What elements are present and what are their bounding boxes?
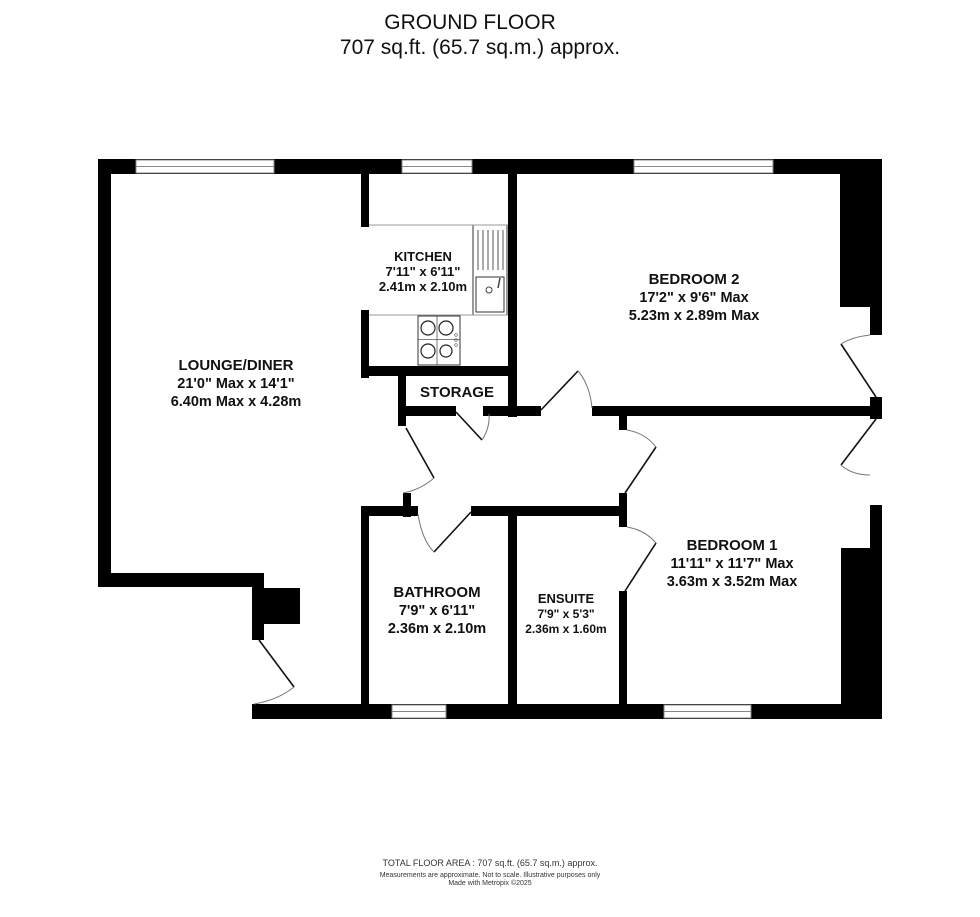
room-dimensions-metric: 6.40m Max x 4.28m bbox=[170, 394, 302, 410]
bedroom-1-door bbox=[624, 429, 657, 494]
floor-title: GROUND FLOOR bbox=[384, 11, 556, 34]
hob-icon bbox=[417, 315, 461, 366]
entrance-door bbox=[253, 639, 295, 705]
room-name: LOUNGE/DINER bbox=[178, 357, 294, 374]
room-label-ensuite: ENSUITE 7'9" x 5'3" 2.36m x 1.60m bbox=[525, 591, 606, 637]
room-dimensions-metric: 3.63m x 3.52m Max bbox=[666, 574, 798, 590]
room-dimensions-imperial: 7'11" x 6'11" bbox=[385, 264, 461, 279]
windows bbox=[135, 159, 774, 719]
room-name: ENSUITE bbox=[537, 591, 595, 606]
room-dimensions-metric: 2.41m x 2.10m bbox=[378, 279, 468, 294]
room-dimensions-imperial: 7'9" x 6'11" bbox=[398, 603, 476, 619]
room-name: BATHROOM bbox=[393, 584, 481, 601]
room-dimensions-imperial: 11'11" x 11'7" Max bbox=[670, 556, 794, 572]
room-dimensions-metric: 2.36m x 2.10m bbox=[387, 621, 487, 637]
doors bbox=[253, 334, 877, 705]
interior-walls bbox=[361, 159, 882, 716]
total-floor-area: TOTAL FLOOR AREA : 707 sq.ft. (65.7 sq.m… bbox=[382, 858, 598, 868]
bedroom-2-right-door bbox=[840, 334, 877, 398]
disclaimer: Measurements are approximate. Not to sca… bbox=[379, 872, 601, 879]
storage-door bbox=[455, 411, 490, 441]
room-dimensions-imperial: 7'9" x 5'3" bbox=[537, 607, 595, 621]
room-name: STORAGE bbox=[420, 384, 494, 401]
room-dimensions-imperial: 17'2" x 9'6" Max bbox=[639, 290, 749, 306]
room-label-bedroom-1: BEDROOM 1 11'11" x 11'7" Max 3.63m x 3.5… bbox=[667, 537, 798, 591]
sink-icon bbox=[472, 224, 508, 316]
ensuite-door bbox=[624, 526, 657, 592]
room-name: KITCHEN bbox=[394, 249, 452, 264]
room-dimensions-metric: 5.23m x 2.89m Max bbox=[628, 308, 760, 324]
room-label-kitchen: KITCHEN 7'11" x 6'11" 2.41m x 2.10m bbox=[379, 249, 467, 294]
room-dimensions-metric: 2.36m x 1.60m bbox=[525, 622, 607, 636]
room-name: BEDROOM 2 bbox=[648, 271, 740, 288]
bedroom-2-door bbox=[540, 370, 593, 411]
room-label-bathroom: BATHROOM 7'9" x 6'11" 2.36m x 2.10m bbox=[388, 584, 486, 638]
room-dimensions-imperial: 21'0" Max x 14'1" bbox=[177, 376, 295, 392]
room-label-storage: STORAGE bbox=[420, 384, 494, 402]
bedroom-1-right-door bbox=[840, 418, 877, 476]
room-label-lounge-diner: LOUNGE/DINER 21'0" Max x 14'1" 6.40m Max… bbox=[171, 357, 302, 411]
credit: Made with Metropix ©2025 bbox=[448, 880, 532, 887]
room-label-bedroom-2: BEDROOM 2 17'2" x 9'6" Max 5.23m x 2.89m… bbox=[629, 271, 760, 325]
lounge-door bbox=[402, 427, 435, 494]
bathroom-door bbox=[417, 511, 472, 553]
floor-area: 707 sq.ft. (65.7 sq.m.) approx. bbox=[339, 36, 621, 59]
room-name: BEDROOM 1 bbox=[686, 537, 778, 554]
